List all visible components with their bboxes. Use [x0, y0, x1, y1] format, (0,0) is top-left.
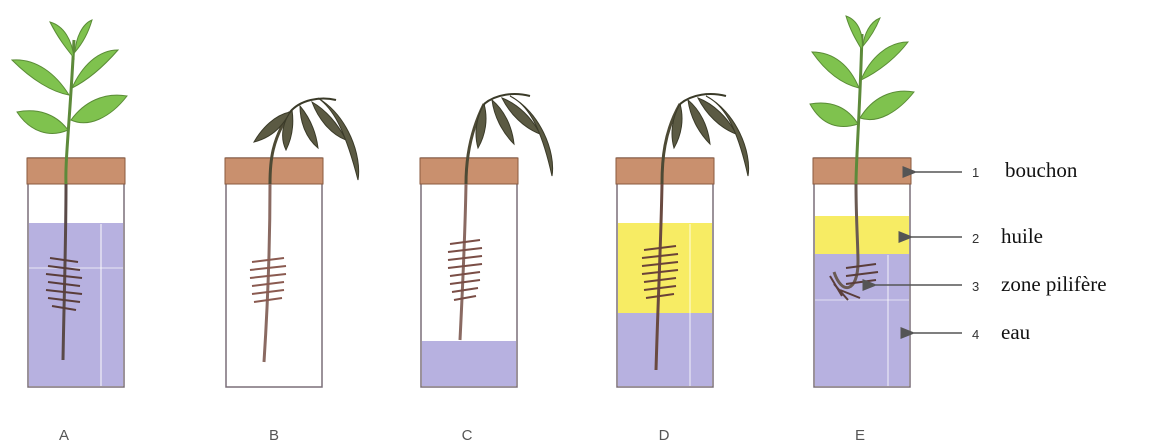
- cork: [27, 158, 125, 184]
- cork: [225, 158, 323, 184]
- oil-layer: [815, 216, 909, 254]
- tube-letter: C: [462, 427, 473, 443]
- legend-label-huile: huile: [1001, 224, 1043, 248]
- legend-label-zone-pilifere: zone pilifère: [1001, 272, 1107, 296]
- oil-layer: [618, 223, 712, 313]
- legend-number: 2: [972, 231, 979, 246]
- legend-number: 3: [972, 279, 979, 294]
- tube-a: A: [12, 20, 127, 443]
- cork: [616, 158, 714, 184]
- tube-c: C: [420, 94, 553, 443]
- legend-number: 4: [972, 327, 979, 342]
- tube-b: B: [225, 98, 359, 443]
- legend-number: 1: [972, 165, 979, 180]
- water-layer: [618, 313, 712, 386]
- water-layer: [422, 341, 516, 386]
- legend-label-bouchon: bouchon: [1005, 158, 1078, 182]
- tube-letter: E: [855, 427, 865, 443]
- cork: [420, 158, 518, 184]
- legend-label-eau: eau: [1001, 320, 1031, 344]
- tube-d: D: [616, 94, 749, 443]
- tube-letter: D: [659, 427, 670, 443]
- cork: [813, 158, 911, 184]
- tube-letter: B: [269, 427, 279, 443]
- tube-letter: A: [59, 427, 69, 443]
- water-layer: [29, 223, 123, 386]
- tube-e: E: [810, 16, 914, 443]
